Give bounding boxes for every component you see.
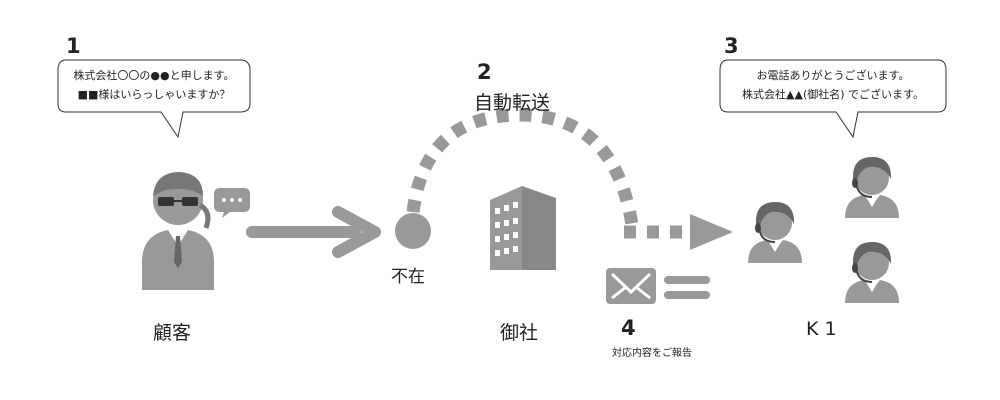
customer-bubble-line: ■■様はいらっしゃいますか？	[77, 88, 231, 101]
report-label: 対応内容をご報告	[612, 348, 692, 359]
k1-speech-bubble	[719, 59, 947, 139]
customer-bubble-line: 株式会社〇〇の●●と申します。	[73, 69, 235, 82]
k1-bubble-line: 株式会社▲▲(御社名) でございます。	[742, 88, 924, 101]
auto-forward-dashed-arc	[406, 108, 639, 226]
operator-icon	[844, 156, 900, 219]
k1-label: K 1	[806, 318, 837, 340]
step-number-1: 1	[66, 34, 81, 58]
absent-node	[395, 213, 431, 249]
auto-forward-label: 自動転送	[474, 92, 551, 114]
absent-label: 不在	[391, 267, 425, 287]
customer-bubble-text: 株式会社〇〇の●●と申します。 ■■様はいらっしゃいますか？	[58, 66, 250, 104]
operator-icon	[844, 241, 900, 304]
operator-icon	[747, 201, 803, 264]
customer-label: 顧客	[153, 322, 192, 344]
envelope-icon	[606, 268, 656, 304]
step-number-4: 4	[621, 316, 636, 340]
call-arrow	[246, 206, 381, 258]
step-number-3: 3	[724, 34, 739, 58]
your-company-label: 御社	[500, 322, 539, 344]
customer-speech-bubble	[57, 59, 251, 139]
report-lines-icon	[664, 276, 710, 299]
forward-arrowhead	[690, 214, 733, 250]
k1-bubble-line: お電話ありがとうございます。	[756, 69, 910, 82]
building-icon	[490, 186, 556, 270]
step-number-2: 2	[477, 60, 492, 84]
k1-bubble-text: お電話ありがとうございます。 株式会社▲▲(御社名) でございます。	[720, 66, 946, 104]
chat-bubble-icon	[214, 188, 250, 218]
customer-person-icon	[142, 172, 214, 290]
